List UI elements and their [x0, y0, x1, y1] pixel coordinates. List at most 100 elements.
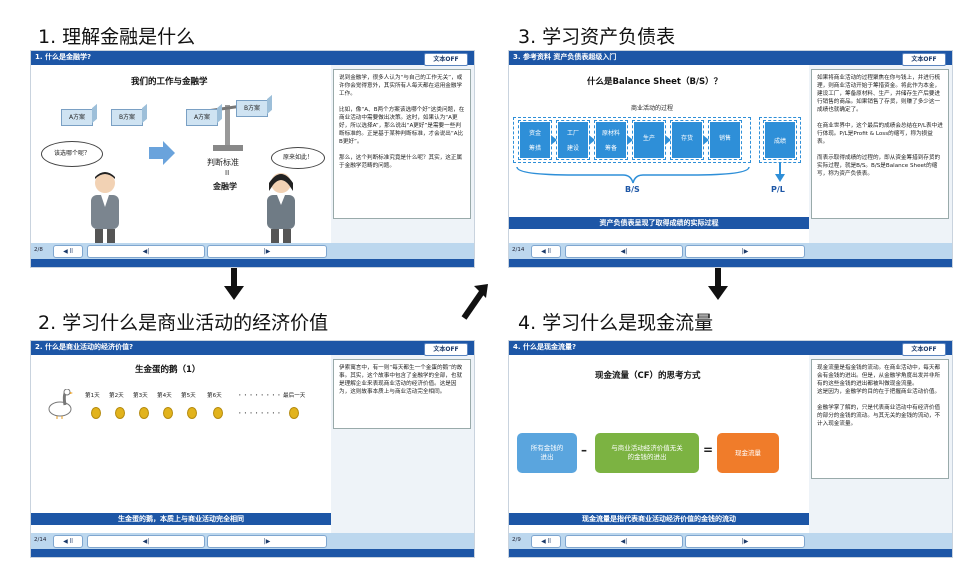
flow-step: 销售 — [708, 120, 742, 160]
slide-header — [31, 51, 474, 65]
golden-egg-icon — [139, 407, 149, 419]
flow-step-bottom-label: 筹备 — [604, 145, 617, 152]
slide-header — [509, 51, 952, 65]
next-button[interactable]: |▶ — [685, 535, 805, 548]
slide-header-title: 2. 什么是商业活动的经济价值? — [35, 343, 134, 351]
arrow-down-1-icon — [224, 266, 244, 300]
slide-header-title: 4. 什么是现金流量? — [513, 343, 577, 351]
play-pause-button[interactable]: ◀ ll — [531, 535, 561, 548]
flow-step: 存货 — [670, 120, 704, 160]
control-bar: 2/9 ◀ ll ◀| |▶ — [509, 533, 952, 549]
days-row: 第1天第2天第3天第4天第5天第6天・・・・・・・・・・・・・・・・最后一天 — [31, 355, 331, 435]
day-label: 最后一天 — [283, 393, 306, 399]
judgment-standard: 判断标准 — [207, 158, 239, 167]
slide-stage: 现金流量（CF）的思考方式 所有金钱的 进出 – 与商业活动经济价值无关 的金钱… — [509, 355, 809, 541]
text-off-button[interactable]: 文本OFF — [424, 53, 468, 66]
step-2-title: 2. 学习什么是商业活动的经济价值 — [38, 312, 329, 334]
prev-button[interactable]: ◀| — [87, 535, 205, 548]
slide-stage: 什么是Balance Sheet（B/S）？ 商业活动的过程 资金筹措工厂建设原… — [509, 65, 809, 251]
flow-step-top-label: 销售 — [718, 134, 731, 142]
flow-step: 资金筹措 — [518, 120, 552, 160]
footer-bar — [31, 549, 474, 557]
page-indicator: 2/14 — [34, 537, 47, 543]
day-label: 第5天 — [181, 393, 196, 399]
golden-egg-icon — [289, 407, 299, 419]
finance-label: 金融学 — [213, 182, 237, 191]
play-pause-button[interactable]: ◀ ll — [53, 535, 83, 548]
step-1-title: 1. 理解金融是什么 — [38, 26, 196, 48]
footer-bar — [31, 259, 474, 267]
all-cash-box: 所有金钱的 进出 — [517, 433, 577, 473]
pl-arrow-icon — [775, 163, 785, 182]
slide-title: 我们的工作与金融学 — [131, 77, 208, 87]
slide-caption: 资产负债表呈现了取得成绩的实际过程 — [509, 217, 809, 229]
slide-caption: 现金流量是指代表商业活动经济价值的金钱的流动 — [509, 513, 809, 525]
slide-header-title: 1. 什么是金融学? — [35, 53, 92, 61]
flow-arrow-icon — [703, 135, 709, 145]
day-label: 第2天 — [109, 393, 124, 399]
day-label: 第3天 — [133, 393, 148, 399]
narration-text: 现金流量是指金钱的流动。在商业活动中，每天都会有金钱的进出。但是，从金融学角度出… — [811, 359, 949, 479]
golden-egg-icon — [91, 407, 101, 419]
step-4-title: 4. 学习什么是现金流量 — [518, 312, 714, 334]
text-off-button[interactable]: 文本OFF — [424, 343, 468, 356]
flow-step: 生产 — [632, 120, 666, 160]
prev-button[interactable]: ◀| — [565, 245, 683, 258]
scale-plan-b: B方案 — [236, 100, 268, 117]
narration-text: 如果将商业活动的过程聚焦在你与钱上，并进行梳理，则商业活动开始于筹措资金。将此作… — [811, 69, 949, 219]
page-indicator: 2/9 — [512, 537, 521, 543]
screenshot-slide-4: 4. 什么是现金流量? 文本OFF 现金流量（CF）的思考方式 所有金钱的 进出… — [508, 340, 953, 558]
play-pause-button[interactable]: ◀ ll — [531, 245, 561, 258]
slide-caption: 生金蛋的鹅，本质上与商业活动完全相同 — [31, 513, 331, 525]
flow-arrow-icon — [665, 135, 671, 145]
text-off-button[interactable]: 文本OFF — [902, 343, 946, 356]
prev-button[interactable]: ◀| — [565, 535, 683, 548]
play-pause-button[interactable]: ◀ ll — [53, 245, 83, 258]
screenshot-slide-3: 3. 参考资料 资产负债表超级入门 文本OFF 什么是Balance Sheet… — [508, 50, 953, 268]
answer-bubble: 原来如此！ — [271, 147, 325, 169]
flow-step-top-label: 资金 — [528, 130, 541, 137]
unrelated-cash-box: 与商业活动经济价值无关 的金钱的进出 — [595, 433, 699, 473]
flow-arrow-icon — [589, 135, 595, 145]
prev-button[interactable]: ◀| — [87, 245, 205, 258]
next-button[interactable]: |▶ — [207, 535, 327, 548]
flow-step-top-label: 工厂 — [566, 130, 579, 137]
goose-icon — [48, 389, 73, 419]
flow-step-top-label: 存货 — [680, 134, 693, 142]
text-off-button[interactable]: 文本OFF — [902, 53, 946, 66]
question-bubble: 该选哪个呢？ — [41, 141, 103, 167]
minus-sign: – — [581, 443, 587, 457]
footer-bar — [509, 549, 952, 557]
equals-sign: = — [703, 443, 714, 457]
plan-a-box: A方案 — [61, 109, 93, 126]
plan-b-box: B方案 — [111, 109, 143, 126]
page-indicator: 2/8 — [34, 247, 43, 253]
control-bar: 2/8 ◀ ll ◀| |▶ — [31, 243, 474, 259]
arrow-up-right-icon — [461, 284, 488, 320]
page-indicator: 2/14 — [512, 247, 525, 253]
scale-plan-a: A方案 — [186, 109, 218, 126]
process-flow: 资金筹措工厂建设原材料筹备生产存货销售 — [509, 65, 809, 205]
footer-bar — [509, 259, 952, 267]
flow-step-bottom-label: 建设 — [566, 145, 579, 152]
flow-arrow-icon — [551, 135, 557, 145]
next-button[interactable]: |▶ — [207, 245, 327, 258]
slide-title: 现金流量（CF）的思考方式 — [595, 371, 701, 381]
next-button[interactable]: |▶ — [685, 245, 805, 258]
slide-stage: 我们的工作与金融学 A方案 B方案 该选哪个呢？ A方案 B方案 判断标准 II… — [31, 65, 331, 251]
golden-egg-icon — [163, 407, 173, 419]
narration-text: 说到金融学，很多人认为“与自己的工作无关”，或许你会觉得意外，其实所有人每天都在… — [333, 69, 471, 219]
slide-title: 生金蛋的鹅（1） — [135, 365, 201, 375]
equals-sign: II — [225, 169, 230, 177]
businessman-icon — [91, 172, 119, 247]
flow-step-top-label: 原材料 — [601, 130, 620, 137]
bs-bracket — [516, 166, 750, 184]
slide-header — [509, 341, 952, 355]
day-label: 第1天 — [85, 393, 100, 399]
flow-step: 工厂建设 — [556, 120, 590, 160]
slide-stage: 生金蛋的鹅（1） 第1天第2天第3天第4天第5天第6天・・・・・・・・・・・・・… — [31, 355, 331, 541]
screenshot-slide-1: 1. 什么是金融学? 文本OFF 我们的工作与金融学 A方案 B方案 该选哪个呢… — [30, 50, 475, 268]
pl-frame — [759, 117, 801, 163]
result-label: 成绩 — [773, 137, 786, 145]
arrow-down-2-icon — [708, 266, 728, 300]
